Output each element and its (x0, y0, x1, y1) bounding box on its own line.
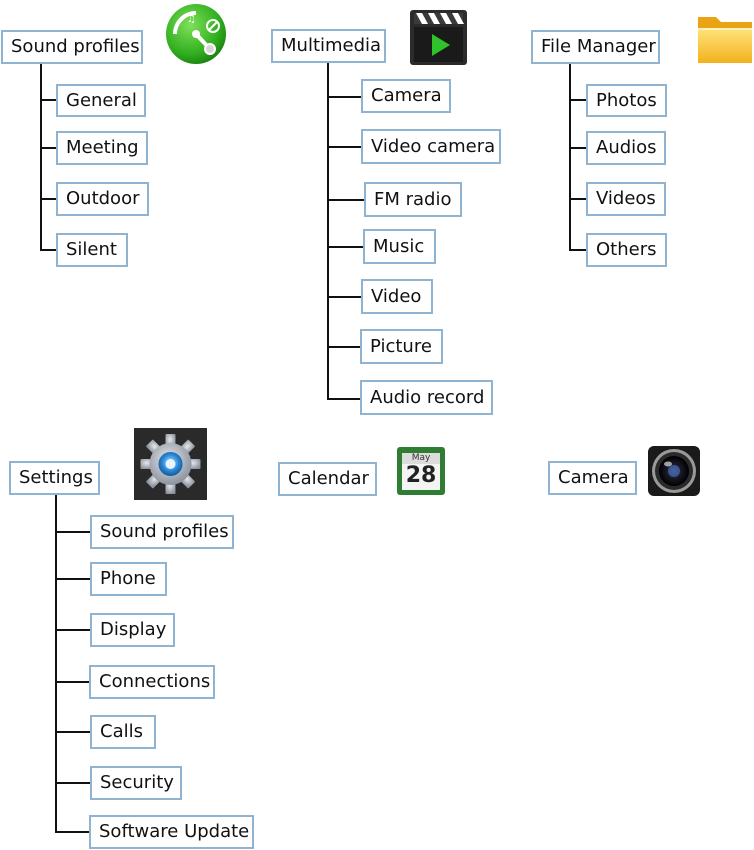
multimedia-item-camera[interactable]: Camera (361, 79, 451, 113)
multimedia-item-video[interactable]: Video (361, 279, 433, 314)
sound-profiles-branch (40, 249, 57, 251)
settings-branch (55, 782, 92, 784)
settings-item-security[interactable]: Security (90, 766, 182, 800)
multimedia-item-audio-record[interactable]: Audio record (360, 380, 493, 415)
calendar-icon-month: May (411, 453, 431, 463)
sound-profiles-branch (40, 198, 57, 200)
settings-item-connections[interactable]: Connections (89, 665, 215, 699)
settings-item-display[interactable]: Display (90, 613, 175, 647)
file-manager-branch (569, 147, 586, 149)
sound-profiles-title[interactable]: Sound profiles (1, 30, 143, 64)
calendar-title[interactable]: Calendar (278, 462, 377, 496)
gear-icon[interactable] (134, 428, 207, 500)
settings-branch (55, 831, 90, 833)
file-manager-item-videos[interactable]: Videos (586, 182, 666, 216)
settings-title[interactable]: Settings (9, 461, 100, 495)
sound-profiles-trunk (40, 63, 42, 251)
sound-profiles-item-outdoor[interactable]: Outdoor (56, 182, 149, 216)
multimedia-item-music[interactable]: Music (363, 229, 436, 264)
settings-item-software-update[interactable]: Software Update (89, 815, 254, 849)
file-manager-branch (569, 99, 586, 101)
multimedia-branch (327, 146, 363, 148)
settings-item-calls[interactable]: Calls (90, 715, 156, 749)
sound-profiles-icon[interactable]: ♫ (163, 2, 229, 66)
settings-trunk (55, 494, 57, 833)
multimedia-branch (327, 246, 364, 248)
camera-lens-icon[interactable] (648, 446, 700, 496)
sound-profiles-branch (40, 99, 57, 101)
sound-profiles-item-silent[interactable]: Silent (56, 233, 128, 267)
settings-branch (55, 531, 92, 533)
calendar-icon-day: 28 (405, 463, 437, 488)
file-manager-item-audios[interactable]: Audios (586, 131, 666, 165)
calendar-icon[interactable]: May 28 (397, 447, 445, 495)
settings-branch (55, 629, 92, 631)
sound-profiles-item-general[interactable]: General (56, 84, 146, 117)
sound-profiles-item-meeting[interactable]: Meeting (56, 131, 148, 165)
multimedia-branch (327, 199, 365, 201)
multimedia-branch (327, 346, 362, 348)
clapperboard-play-icon[interactable] (410, 10, 467, 65)
multimedia-item-fm-radio[interactable]: FM radio (364, 182, 462, 217)
file-manager-title[interactable]: File Manager (531, 30, 660, 64)
settings-branch (55, 731, 92, 733)
multimedia-title[interactable]: Multimedia (271, 29, 386, 63)
file-manager-branch (569, 198, 586, 200)
settings-branch (55, 578, 92, 580)
file-manager-trunk (569, 63, 571, 251)
settings-branch (55, 681, 90, 683)
multimedia-branch (327, 296, 363, 298)
settings-item-phone[interactable]: Phone (90, 562, 167, 596)
file-manager-item-photos[interactable]: Photos (586, 84, 667, 117)
svg-text:♫: ♫ (187, 14, 196, 25)
multimedia-item-video-camera[interactable]: Video camera (361, 129, 501, 164)
multimedia-branch (327, 96, 363, 98)
file-manager-branch (569, 249, 586, 251)
sound-profiles-branch (40, 147, 57, 149)
multimedia-branch (327, 398, 362, 400)
multimedia-item-picture[interactable]: Picture (360, 329, 443, 364)
multimedia-trunk (327, 63, 329, 400)
folder-icon[interactable] (696, 9, 754, 65)
file-manager-item-others[interactable]: Others (586, 233, 667, 267)
settings-item-sound-profiles[interactable]: Sound profiles (90, 515, 234, 549)
camera-title[interactable]: Camera (548, 461, 637, 495)
